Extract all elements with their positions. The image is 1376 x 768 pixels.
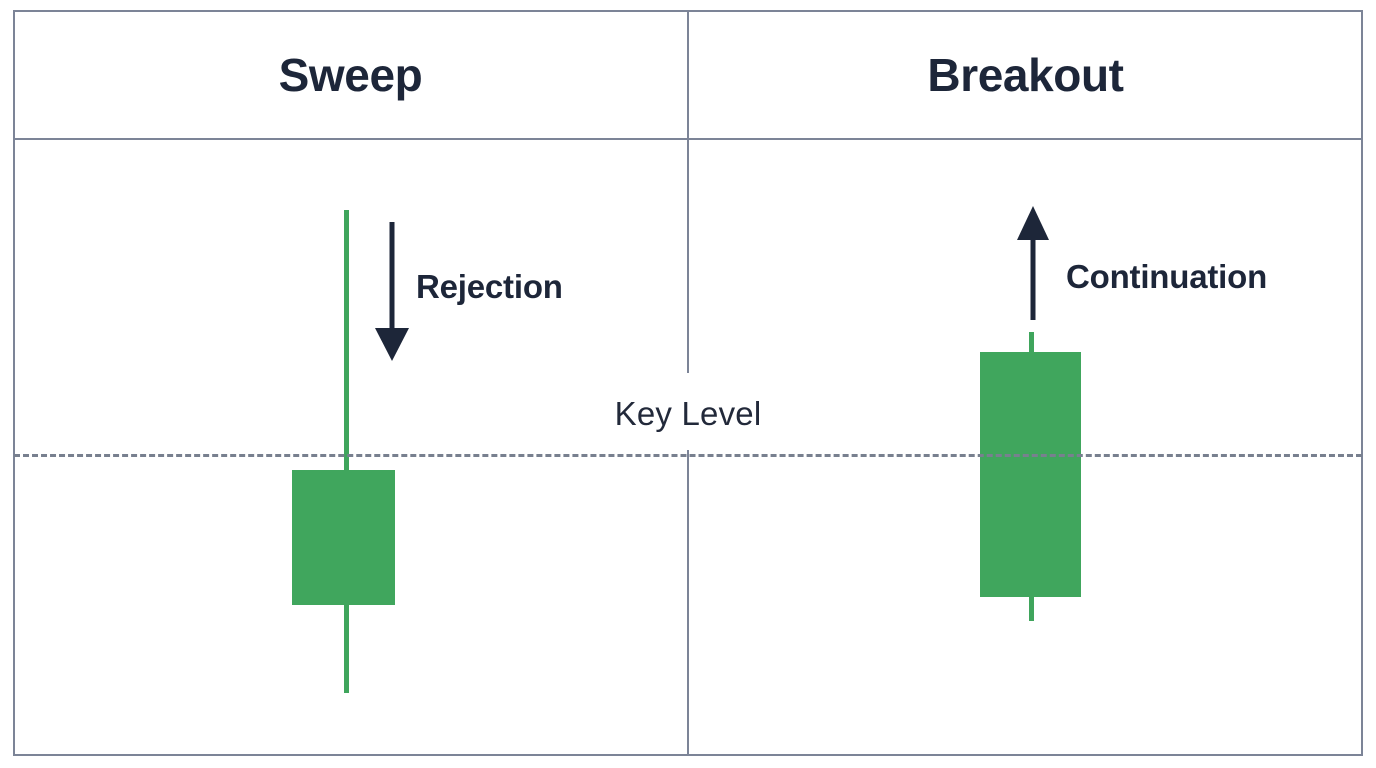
table-header-row: Sweep Breakout [13, 10, 1363, 139]
header-cell-sweep: Sweep [13, 10, 688, 139]
rejection-arrow-down-icon [375, 222, 409, 361]
continuation-arrow-up-icon [1017, 206, 1049, 320]
column-divider-header [687, 10, 689, 139]
key-level-label: Key Level [614, 395, 762, 432]
header-row-separator [13, 138, 1363, 140]
column-divider-lower [687, 450, 689, 756]
key-level-dashed-line [14, 454, 1362, 457]
sweep-annotation-label: Rejection [416, 268, 563, 305]
breakout-candle-body [980, 352, 1081, 597]
sweep-candle-body [292, 470, 395, 605]
header-cell-breakout: Breakout [688, 10, 1363, 139]
column-header-breakout: Breakout [927, 48, 1124, 101]
breakout-annotation-label: Continuation [1066, 258, 1268, 295]
column-divider-upper [687, 140, 689, 373]
column-header-sweep: Sweep [278, 48, 423, 101]
sweep-candle-wick [344, 210, 349, 693]
